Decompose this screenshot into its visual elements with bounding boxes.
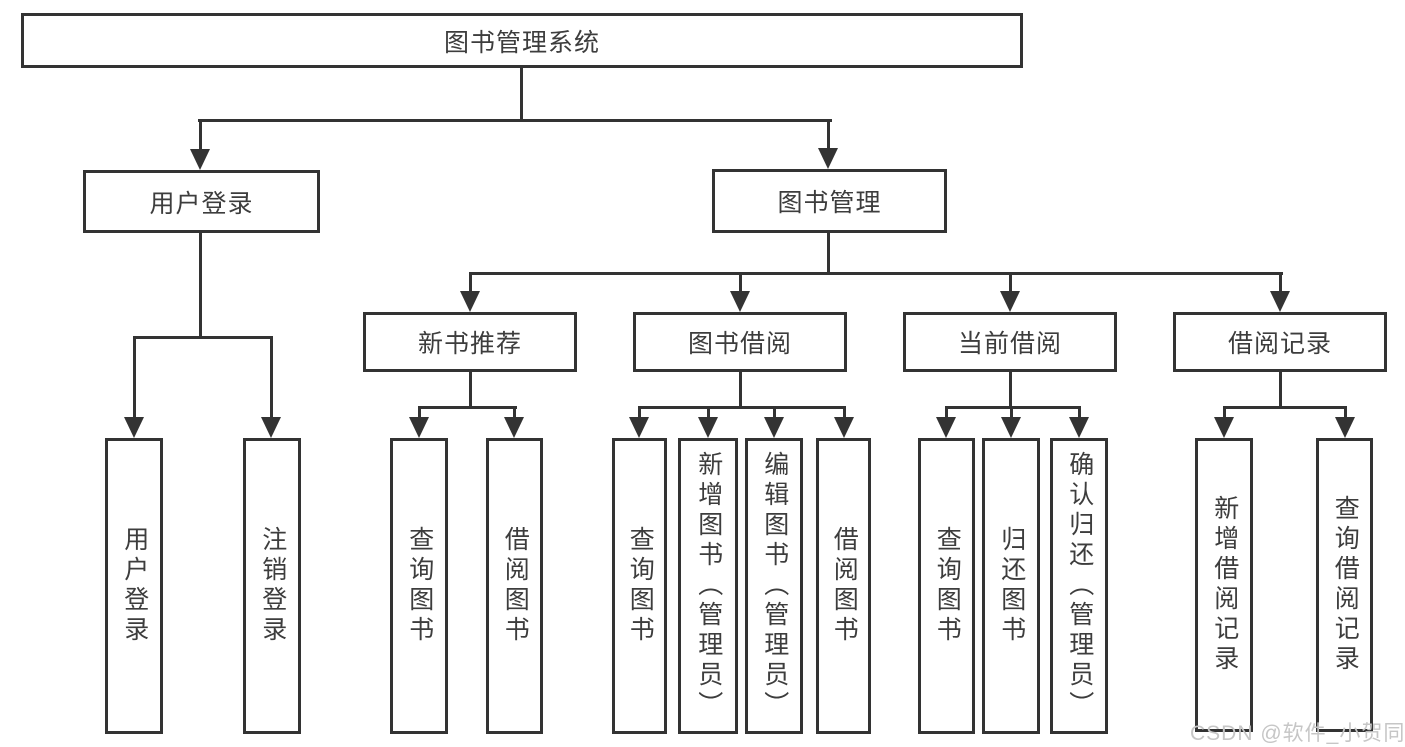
- connector-line: [739, 272, 742, 293]
- node-new-book-recommendation: 新书推荐: [363, 312, 577, 372]
- connector-line: [469, 272, 472, 293]
- connector-line: [1010, 406, 1013, 420]
- leaf-user-login: 用户登录: [105, 438, 163, 734]
- connector-line: [1078, 406, 1081, 420]
- connector-line: [133, 336, 273, 339]
- connector-line: [418, 406, 517, 409]
- leaf-borrow-books: 借阅图书: [816, 438, 871, 734]
- leaf-query-borrow-record: 查询借阅记录: [1316, 438, 1373, 732]
- arrow-down-icon: [764, 417, 784, 438]
- leaf-edit-book-admin: 编辑图书（管理员）: [745, 438, 803, 734]
- node-library-system: 图书管理系统: [21, 13, 1023, 68]
- connector-line: [739, 372, 742, 409]
- node-current-borrowing: 当前借阅: [903, 312, 1117, 372]
- leaf-label: 新增图书（管理员）: [694, 451, 723, 721]
- connector-line: [773, 406, 776, 420]
- arrow-down-icon: [936, 417, 956, 438]
- arrow-down-icon: [1214, 417, 1234, 438]
- leaf-add-borrow-record: 新增借阅记录: [1195, 438, 1253, 732]
- connector-line: [199, 233, 202, 339]
- node-label: 新书推荐: [417, 330, 522, 358]
- connector-line: [198, 119, 832, 122]
- leaf-borrow-books-recommend: 借阅图书: [486, 438, 543, 734]
- arrow-down-icon: [504, 417, 524, 438]
- node-label: 图书管理: [777, 189, 882, 217]
- connector-line: [1223, 406, 1226, 420]
- connector-line: [1279, 272, 1282, 293]
- leaf-label: 注销登录: [258, 526, 287, 646]
- connector-line: [638, 406, 641, 420]
- arrow-down-icon: [409, 417, 429, 438]
- connector-line: [827, 233, 830, 275]
- arrow-down-icon: [1069, 417, 1089, 438]
- leaf-label: 查询图书: [405, 526, 434, 646]
- connector-line: [513, 406, 516, 420]
- csdn-watermark: CSDN @软件_小贺同学: [1190, 722, 1405, 745]
- arrow-down-icon: [698, 417, 718, 438]
- leaf-label: 查询借阅记录: [1331, 495, 1360, 675]
- arrow-down-icon: [460, 291, 480, 312]
- leaf-query-books-current: 查询图书: [918, 438, 975, 734]
- leaf-confirm-return-admin: 确认归还（管理员）: [1050, 438, 1108, 734]
- connector-line: [945, 406, 948, 420]
- connector-line: [1344, 406, 1347, 420]
- leaf-query-books-borrowing: 查询图书: [612, 438, 667, 734]
- leaf-add-book-admin: 新增图书（管理员）: [678, 438, 738, 734]
- leaf-label: 用户登录: [120, 526, 149, 646]
- leaf-return-books: 归还图书: [982, 438, 1040, 734]
- leaf-label: 借阅图书: [501, 526, 530, 646]
- connector-line: [520, 68, 523, 121]
- arrow-down-icon: [190, 149, 210, 170]
- leaf-query-books-recommend: 查询图书: [390, 438, 448, 734]
- node-user-login: 用户登录: [83, 170, 320, 233]
- arrow-down-icon: [1335, 417, 1355, 438]
- connector-line: [827, 119, 830, 152]
- connector-line: [1009, 372, 1012, 409]
- connector-line: [843, 406, 846, 420]
- connector-line: [469, 372, 472, 409]
- leaf-label: 查询图书: [933, 526, 962, 646]
- node-label: 用户登录: [149, 189, 254, 218]
- arrow-down-icon: [834, 417, 854, 438]
- leaf-label: 借阅图书: [830, 526, 859, 646]
- connector-line: [133, 336, 136, 420]
- arrow-down-icon: [124, 417, 144, 438]
- node-borrowing-records: 借阅记录: [1173, 312, 1387, 372]
- arrow-down-icon: [1001, 417, 1021, 438]
- connector-line: [469, 272, 1283, 275]
- connector-line: [945, 406, 1081, 409]
- node-book-management: 图书管理: [712, 169, 947, 233]
- leaf-label: 新增借阅记录: [1210, 495, 1239, 675]
- connector-line: [1223, 406, 1347, 409]
- arrow-down-icon: [261, 417, 281, 438]
- arrow-down-icon: [818, 148, 838, 169]
- leaf-label: 编辑图书（管理员）: [760, 451, 789, 721]
- connector-line: [1279, 372, 1282, 409]
- connector-line: [199, 119, 202, 152]
- connector-line: [707, 406, 710, 420]
- arrow-down-icon: [1000, 291, 1020, 312]
- arrow-down-icon: [629, 417, 649, 438]
- connector-line: [1009, 272, 1012, 293]
- connector-line: [418, 406, 421, 420]
- arrow-down-icon: [1270, 291, 1290, 312]
- leaf-label: 确认归还（管理员）: [1065, 451, 1094, 721]
- node-label: 当前借阅: [957, 330, 1062, 358]
- arrow-down-icon: [730, 291, 750, 312]
- node-label: 图书借阅: [687, 330, 792, 358]
- node-book-borrowing: 图书借阅: [633, 312, 847, 372]
- leaf-label: 查询图书: [626, 526, 655, 646]
- node-label: 图书管理系统: [443, 28, 600, 57]
- leaf-logout: 注销登录: [243, 438, 301, 734]
- leaf-label: 归还图书: [997, 526, 1026, 646]
- connector-line: [270, 336, 273, 420]
- node-label: 借阅记录: [1227, 330, 1332, 358]
- connector-line: [638, 406, 846, 409]
